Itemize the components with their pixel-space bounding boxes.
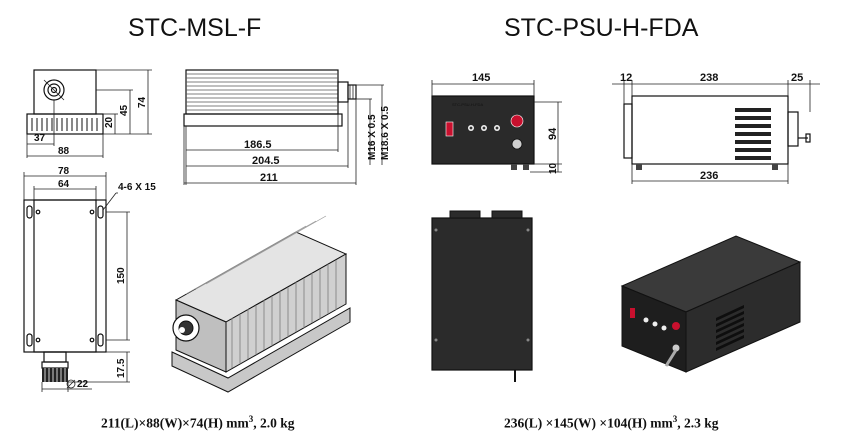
dim-top-78: 78 (58, 166, 70, 177)
dim-front-45: 45 (119, 104, 130, 116)
psu-side-view: 12 238 25 236 (612, 72, 820, 184)
laser-spec-caption: 211(L)×88(W)×74(H) mm3, 2.0 kg (101, 414, 295, 432)
psu-top-view (431, 210, 533, 382)
laser-top-view: 78 64 4-6 X 15 150 17.5 22 (23, 166, 156, 392)
dim-psu-side-238: 238 (700, 72, 718, 84)
psu-caption-weight: , 2.3 kg (677, 415, 719, 431)
psu-caption-sup: 3 (672, 414, 678, 424)
psu-front-view: STC-PSU-H-FDA 145 94 10 (431, 72, 562, 174)
dim-top-150: 150 (116, 267, 127, 284)
laser-caption-sup: 3 (248, 414, 254, 424)
dim-connector-diameter: 22 (77, 379, 89, 390)
psu-3d-view (620, 235, 802, 373)
laser-caption-dims: 211(L)×88(W)×74(H) mm (101, 415, 249, 431)
psu-spec-caption: 236(L) ×145(W) ×104(H) mm3, 2.3 kg (504, 414, 719, 432)
dim-side-186-5: 186.5 (244, 139, 272, 151)
dim-psu-side-25: 25 (791, 72, 803, 84)
laser-caption-weight: , 2.0 kg (253, 415, 295, 431)
laser-side-view: M16 X 0.5 M18.6 X 0.5 186.5 204.5 211 (183, 69, 391, 185)
dim-side-204-5: 204.5 (252, 155, 280, 167)
psu-caption-dims: 236(L) ×145(W) ×104(H) mm (504, 415, 673, 431)
dim-psu-side-12: 12 (620, 72, 632, 84)
dim-psu-side-236: 236 (700, 170, 718, 182)
dim-psu-front-10: 10 (548, 162, 559, 174)
dim-psu-front-145: 145 (472, 72, 490, 84)
psu-model-title: STC-PSU-H-FDA (504, 14, 699, 42)
psu-front-panel-label: STC-PSU-H-FDA (452, 102, 483, 107)
dim-top-17-5: 17.5 (116, 358, 127, 378)
dim-front-37: 37 (34, 133, 46, 144)
dim-front-20: 20 (104, 116, 115, 128)
laser-model-title: STC-MSL-F (128, 14, 262, 42)
label-mounting-holes: 4-6 X 15 (118, 182, 156, 193)
dim-front-74: 74 (137, 96, 148, 108)
laser-3d-view (171, 215, 351, 393)
dim-thread-m16: M16 X 0.5 (367, 114, 378, 160)
dim-front-88: 88 (58, 146, 70, 157)
laser-front-view: 20 45 74 37 88 (26, 69, 152, 158)
dim-side-211: 211 (260, 172, 278, 184)
dim-thread-m18-6: M18.6 X 0.5 (380, 106, 391, 160)
dim-psu-front-94: 94 (547, 127, 559, 140)
dim-top-64: 64 (58, 179, 70, 190)
